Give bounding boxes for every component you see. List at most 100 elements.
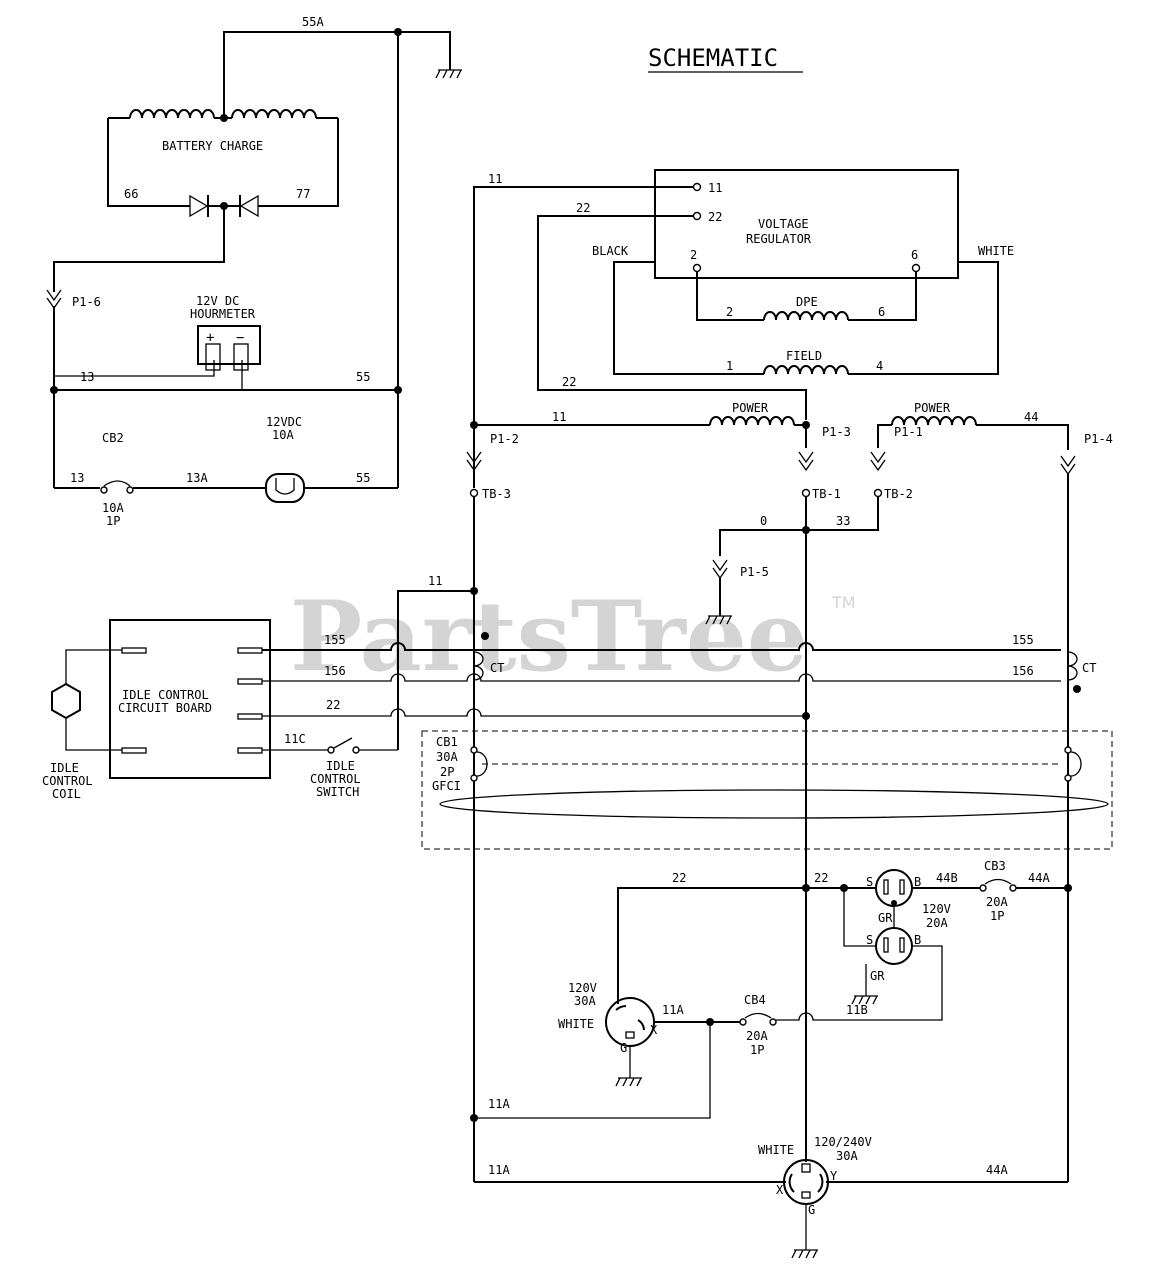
fuse-label-1: 12VDC (266, 415, 302, 429)
wire-0-label: 0 (760, 514, 767, 528)
dpe-label: DPE (796, 295, 818, 309)
connector-p1-4-label: P1-4 (1084, 432, 1113, 446)
cb4-label: CB4 (744, 993, 766, 1007)
wire-11a-b-label: 11A (488, 1097, 510, 1111)
duplex-outlet-bottom-icon (875, 927, 913, 965)
hourmeter-plus: + (206, 330, 214, 346)
cb4-amps: 20A (746, 1029, 768, 1043)
wire-33-label: 33 (836, 514, 850, 528)
big-outlet-pin-y: Y (830, 1169, 838, 1183)
idle-coil-label-3: COIL (52, 787, 81, 801)
big-outlet-rating-v: 120/240V (814, 1135, 872, 1149)
field-pin-1: 1 (726, 359, 733, 373)
voltage-regulator-box (654, 169, 959, 279)
field-label: FIELD (786, 349, 822, 363)
cb1-gfci-enclosure (421, 730, 1113, 850)
wire-55a-label: 55A (302, 15, 324, 29)
cb1-label: CB1 (436, 735, 458, 749)
ct-left-label: CT (490, 661, 504, 675)
connector-p1-5-label: P1-5 (740, 565, 769, 579)
watermark-tm: TM (831, 593, 856, 612)
idle-coil-label-1: IDLE (50, 761, 79, 775)
wire-13-label: 13 (80, 370, 94, 384)
cb3-label: CB3 (984, 859, 1006, 873)
twist-lock-color: WHITE (558, 1017, 594, 1031)
field-pin-4: 4 (876, 359, 883, 373)
ct-left-icon (473, 651, 484, 681)
wire-22-top-label: 22 (576, 201, 590, 215)
cb1-amps: 30A (436, 750, 458, 764)
power-left-label: POWER (732, 401, 769, 415)
idle-board-label-1: IDLE CONTROL (122, 688, 209, 702)
dpe-coil-icon (763, 311, 849, 321)
wire-11-top-label: 11 (488, 172, 502, 186)
connector-p1-3-label: P1-3 (822, 425, 851, 439)
watermark: PartsTree (290, 580, 808, 693)
battery-charge-label: BATTERY CHARGE (162, 139, 263, 153)
hourmeter-icon (197, 325, 261, 371)
idle-coil-label-2: CONTROL (42, 774, 93, 788)
cb4-poles: 1P (750, 1043, 764, 1057)
wire-155-left-label: 155 (324, 633, 346, 647)
duplex-rating-a: 20A (926, 916, 948, 930)
wire-22-left-label: 22 (326, 698, 340, 712)
wire-66-label: 66 (124, 187, 138, 201)
white-label: WHITE (978, 244, 1014, 258)
duplex-top-gr: GR (878, 911, 893, 925)
connector-p1-3-icon (798, 451, 814, 471)
wire-55-b-label: 55 (356, 471, 370, 485)
terminal-tb-3-label: TB-3 (482, 487, 511, 501)
connector-p1-1-icon (870, 451, 886, 471)
connector-p1-6-label: P1-6 (72, 295, 101, 309)
terminal-tb-1-label: TB-1 (812, 487, 841, 501)
wire-155-right-label: 155 (1012, 633, 1034, 647)
page-title: SCHEMATIC (648, 44, 778, 72)
duplex-bottom-gr: GR (870, 969, 885, 983)
duplex-top-b: B (914, 875, 921, 889)
wire-11a-c-label: 11A (488, 1163, 510, 1177)
wire-44b-label: 44B (936, 871, 958, 885)
hourmeter-label-2: HOURMETER (190, 307, 256, 321)
wire-11-c-label: 11 (428, 574, 442, 588)
wire-11c-label: 11C (284, 732, 306, 746)
connector-p1-1-label: P1-1 (894, 425, 923, 439)
connector-p1-6-icon (46, 289, 62, 309)
voltage-regulator-label-1: VOLTAGE (758, 217, 809, 231)
wire-11a-a-label: 11A (662, 1003, 684, 1017)
reg-pin-6: 6 (911, 248, 918, 262)
twist-lock-rating-a: 30A (574, 994, 596, 1008)
black-label: BLACK (592, 244, 629, 258)
gfci-sense-loop (439, 789, 1109, 819)
reg-pin-22: 22 (708, 210, 722, 224)
twist-lock-pin-g: G (620, 1041, 627, 1055)
idle-control-coil-icon (51, 682, 81, 720)
reg-pin-2: 2 (690, 248, 697, 262)
cb1-type: GFCI (432, 779, 461, 793)
cb3-poles: 1P (990, 909, 1004, 923)
dpe-pin-2: 2 (726, 305, 733, 319)
power-winding-right-icon (891, 416, 977, 426)
wire-44a-label: 44A (1028, 871, 1050, 885)
wire-22-mid-label: 22 (562, 375, 576, 389)
wire-77-label: 77 (296, 187, 310, 201)
idle-control-board-box (109, 619, 271, 779)
cb3-amps: 20A (986, 895, 1008, 909)
wire-11-power-label: 11 (552, 410, 566, 424)
wire-156-right-label: 156 (1012, 664, 1034, 678)
ct-right-icon (1067, 651, 1078, 681)
idle-board-label-2: CIRCUIT BOARD (118, 701, 212, 715)
cb2-amps: 10A (102, 501, 124, 515)
cb2-poles: 1P (106, 514, 120, 528)
hourmeter-label-1: 12V DC (196, 294, 239, 308)
duplex-top-s: S (866, 875, 873, 889)
duplex-bottom-s: S (866, 933, 873, 947)
wire-156-left-label: 156 (324, 664, 346, 678)
wire-11b-label: 11B (846, 1003, 868, 1017)
fuse-icon (265, 473, 305, 503)
field-coil-icon (763, 365, 849, 375)
twist-lock-outlet-120v-icon (605, 997, 655, 1047)
connector-p1-4-icon (1060, 455, 1076, 475)
connector-p1-5-icon (712, 559, 728, 579)
twist-lock-pin-x: X (650, 1023, 658, 1037)
